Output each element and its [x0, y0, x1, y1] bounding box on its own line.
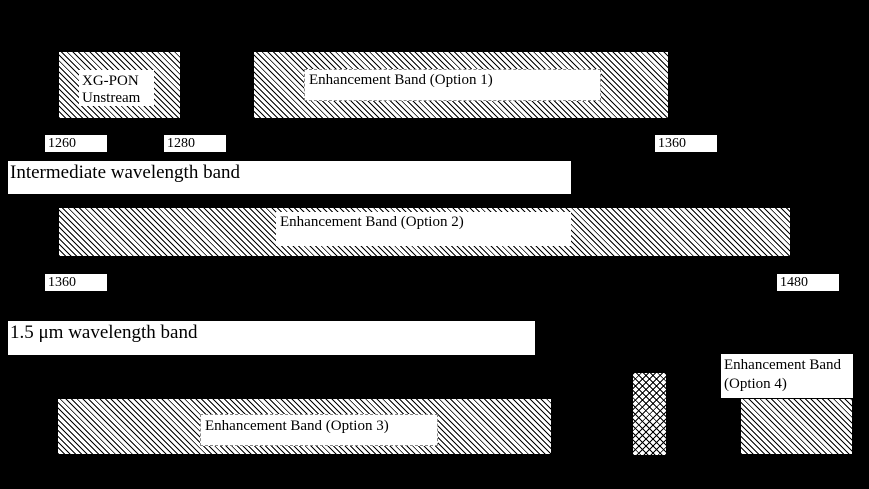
tick-1360-mid: 1360 [45, 274, 107, 291]
tick-1260: 1260 [45, 135, 107, 152]
enhancement-band-option2-label: Enhancement Band (Option 2) [276, 212, 571, 246]
enhancement-band-option1-label: Enhancement Band (Option 1) [304, 69, 601, 101]
enhancement-band-option4 [741, 399, 852, 454]
tick-1280: 1280 [164, 135, 226, 152]
intermediate-band-title: Intermediate wavelength band [8, 161, 571, 194]
xgpon-upstream-label: XG-PON Unstream [79, 70, 154, 106]
enhancement-band-option4-label: Enhancement Band (Option 4) [721, 354, 853, 398]
tick-1480: 1480 [777, 274, 839, 291]
one-point-five-um-band-title: 1.5 μm wavelength band [8, 321, 535, 355]
cross-hatched-band [633, 373, 666, 455]
enhancement-band-option3-label: Enhancement Band (Option 3) [200, 414, 438, 446]
tick-1360-top: 1360 [655, 135, 717, 152]
